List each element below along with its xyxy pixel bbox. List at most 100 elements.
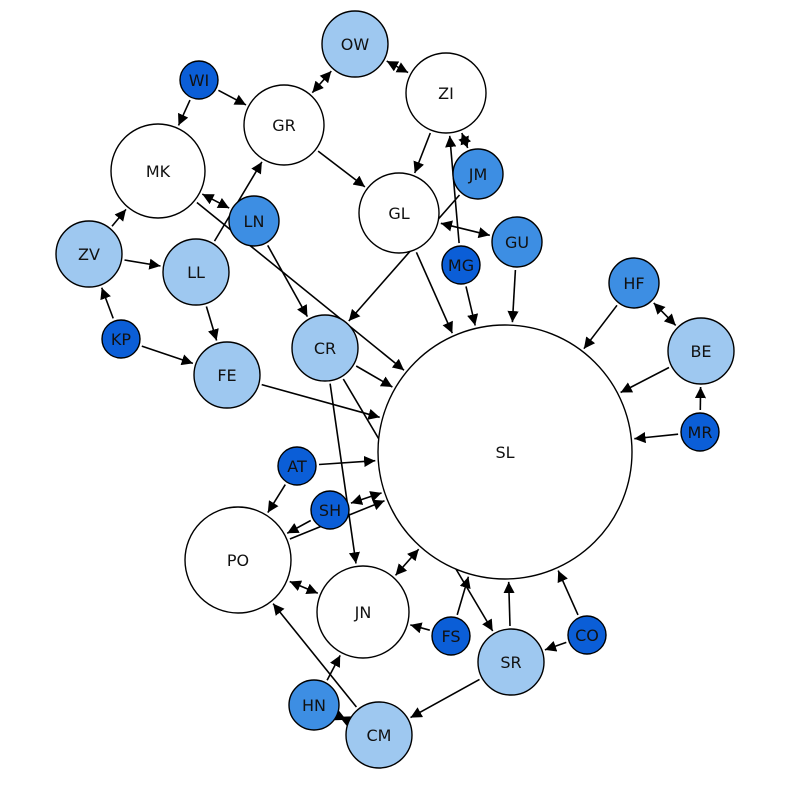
node-circle [680, 412, 720, 452]
edge-ll-fe [205, 306, 219, 341]
edge-sr-sl [503, 581, 515, 627]
node-hn: HN [288, 679, 340, 731]
edge-ow-zi [386, 60, 409, 74]
node-label: MG [448, 256, 474, 275]
edge-wi-mk [177, 99, 191, 126]
node-label: SR [500, 653, 521, 672]
node-circle [491, 216, 543, 268]
node-circle [608, 257, 660, 309]
edge-fe-sl [261, 383, 380, 420]
node-circle [243, 84, 325, 166]
node-label: OW [341, 35, 370, 54]
edge-sh-po [286, 519, 312, 535]
node-label: LN [244, 212, 265, 231]
node-circle [288, 679, 340, 731]
edge-be-sl [620, 366, 670, 394]
node-circle [179, 60, 219, 100]
edge-mr-sl [634, 431, 679, 444]
node-zv: ZV [55, 220, 123, 288]
node-circle [162, 238, 230, 306]
node-sl: SL [377, 324, 633, 580]
edge-gr-gl [317, 150, 366, 188]
node-at: AT [277, 446, 317, 486]
edge-cm-po [272, 603, 358, 708]
edge-jm-zi [458, 132, 472, 149]
node-sr: SR [477, 628, 545, 696]
node-circle [358, 172, 440, 254]
node-circle [316, 565, 410, 659]
node-circle [55, 220, 123, 288]
edge-gu-sl [507, 269, 519, 323]
edge-po-jn [289, 580, 319, 595]
node-label: WI [189, 71, 210, 90]
node-circle [277, 446, 317, 486]
edge-zv-ll [124, 258, 161, 270]
node-circle [477, 628, 545, 696]
node-cm: CM [345, 701, 413, 769]
node-circle [110, 123, 206, 219]
node-ow: OW [321, 10, 389, 78]
node-label: ZV [78, 245, 100, 264]
node-circle [441, 245, 481, 285]
edge-sr-cm [410, 678, 480, 719]
node-circle [431, 616, 471, 656]
node-label: MK [146, 162, 171, 181]
node-mg: MG [441, 245, 481, 285]
edge-ln-mk [201, 193, 230, 209]
edge-cr-sl [355, 365, 393, 388]
edge-at-po [267, 484, 286, 514]
node-ll: LL [162, 238, 230, 306]
node-jm: JM [452, 148, 504, 200]
node-gu: GU [491, 216, 543, 268]
edge-zv-mk [111, 208, 127, 227]
node-circle [377, 324, 633, 580]
node-circle [405, 52, 487, 134]
node-label: PO [227, 551, 249, 570]
node-ln: LN [228, 195, 280, 247]
node-circle [567, 615, 607, 655]
edge-fs-jn [410, 622, 431, 634]
node-be: BE [667, 317, 735, 385]
node-circle [452, 148, 504, 200]
node-label: FS [441, 627, 460, 646]
node-circle [228, 195, 280, 247]
node-label: JN [354, 603, 372, 622]
edge-cr-jn [329, 383, 360, 564]
node-circle [184, 506, 292, 614]
edge-kp-fe [141, 345, 194, 366]
edge-hn-cm [333, 710, 352, 727]
node-label: GR [272, 116, 296, 135]
node-label: HN [302, 696, 326, 715]
edge-gr-ow [311, 70, 332, 94]
edge-mg-sl [465, 286, 479, 326]
node-gr: GR [243, 84, 325, 166]
node-label: KP [111, 330, 131, 349]
node-circle [310, 490, 350, 530]
edge-hn-jn [326, 655, 341, 681]
node-label: MR [688, 423, 713, 442]
node-label: AT [287, 457, 307, 476]
node-po: PO [184, 506, 292, 614]
node-zi: ZI [405, 52, 487, 134]
node-label: JM [468, 165, 488, 184]
node-label: CM [367, 726, 392, 745]
node-circle [101, 319, 141, 359]
edge-gu-gl [440, 220, 490, 239]
node-kp: KP [101, 319, 141, 359]
node-label: GL [388, 204, 409, 223]
node-fe: FE [193, 341, 261, 409]
node-jn: JN [316, 565, 410, 659]
edge-kp-zv [100, 287, 114, 319]
node-label: SL [495, 443, 514, 462]
node-mk: MK [110, 123, 206, 219]
edge-ln-cr [267, 245, 309, 317]
node-circle [193, 341, 261, 409]
node-circle [345, 701, 413, 769]
edge-co-sl [557, 570, 579, 616]
node-label: ZI [438, 84, 454, 103]
node-label: FE [217, 366, 236, 385]
node-label: SH [319, 501, 341, 520]
edge-gl-sl [415, 251, 454, 334]
